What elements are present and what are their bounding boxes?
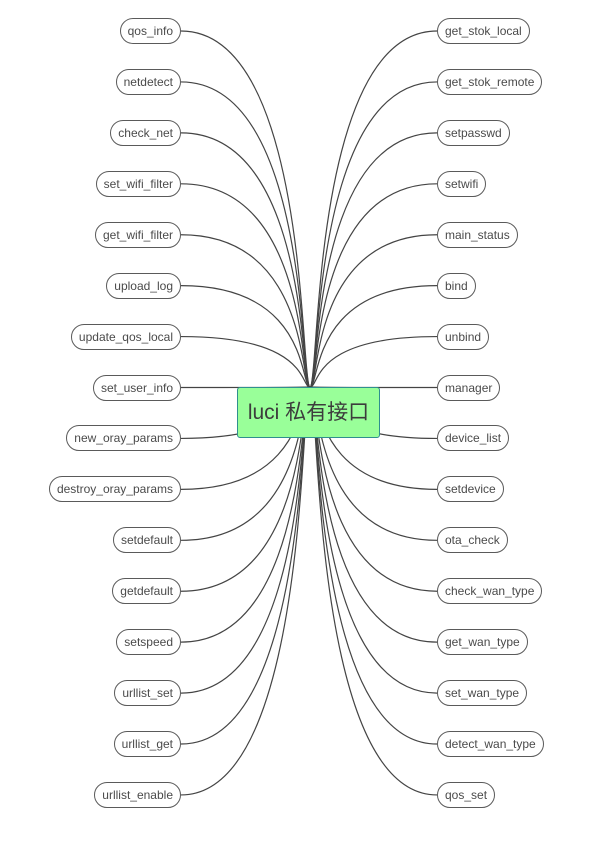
right-branch-node[interactable]: setdevice bbox=[437, 476, 504, 503]
left-branch-node[interactable]: urllist_get bbox=[113, 731, 181, 758]
right-connector bbox=[309, 132, 438, 388]
left-branch-node[interactable]: urllist_enable bbox=[94, 781, 181, 808]
left-branch-node[interactable]: update_qos_local bbox=[70, 323, 181, 350]
left-branch-node[interactable]: set_wifi_filter bbox=[95, 170, 181, 197]
right-connector bbox=[309, 234, 438, 388]
right-branch-node[interactable]: ota_check bbox=[437, 527, 508, 554]
left-branch-node[interactable]: urllist_set bbox=[114, 680, 181, 707]
left-branch-node[interactable]: set_user_info bbox=[92, 374, 181, 401]
left-branch-node[interactable]: check_net bbox=[110, 119, 181, 146]
right-branch-node[interactable]: get_wan_type bbox=[437, 629, 528, 656]
right-branch-node[interactable]: unbind bbox=[437, 323, 490, 350]
left-branch-node[interactable]: destroy_oray_params bbox=[48, 476, 181, 503]
right-branch-node[interactable]: setwifi bbox=[437, 170, 487, 197]
left-connector bbox=[180, 132, 311, 388]
right-branch-node[interactable]: setpasswd bbox=[437, 119, 510, 146]
right-branch-node[interactable]: check_wan_type bbox=[437, 578, 543, 605]
left-connector bbox=[180, 81, 311, 388]
right-branch-node[interactable]: qos_set bbox=[437, 781, 496, 808]
right-branch-node[interactable]: get_stok_remote bbox=[437, 68, 543, 95]
right-connector bbox=[309, 285, 438, 388]
left-branch-node[interactable]: setdefault bbox=[112, 527, 181, 554]
right-connector bbox=[309, 335, 438, 388]
left-branch-node[interactable]: netdetect bbox=[115, 68, 181, 95]
left-branch-node[interactable]: qos_info bbox=[119, 18, 181, 44]
right-branch-node[interactable]: bind bbox=[437, 272, 476, 299]
left-branch-node[interactable]: getdefault bbox=[112, 578, 181, 605]
left-branch-node[interactable]: setspeed bbox=[116, 629, 181, 656]
left-connector bbox=[180, 285, 311, 388]
left-connector bbox=[180, 234, 311, 388]
left-branch-node[interactable]: new_oray_params bbox=[66, 425, 181, 452]
left-connector bbox=[180, 386, 311, 796]
root-node[interactable]: luci 私有接口 bbox=[237, 387, 380, 438]
left-branch-node[interactable]: upload_log bbox=[106, 272, 181, 299]
right-branch-node[interactable]: detect_wan_type bbox=[437, 731, 544, 758]
right-branch-node[interactable]: get_stok_local bbox=[437, 18, 530, 44]
right-branch-node[interactable]: device_list bbox=[437, 425, 510, 452]
right-connector bbox=[309, 386, 438, 796]
right-branch-node[interactable]: set_wan_type bbox=[437, 680, 528, 707]
left-connector bbox=[180, 335, 311, 388]
right-branch-node[interactable]: manager bbox=[437, 374, 501, 401]
left-branch-node[interactable]: get_wifi_filter bbox=[94, 221, 181, 248]
right-connector bbox=[309, 81, 438, 388]
right-branch-node[interactable]: main_status bbox=[437, 221, 518, 248]
